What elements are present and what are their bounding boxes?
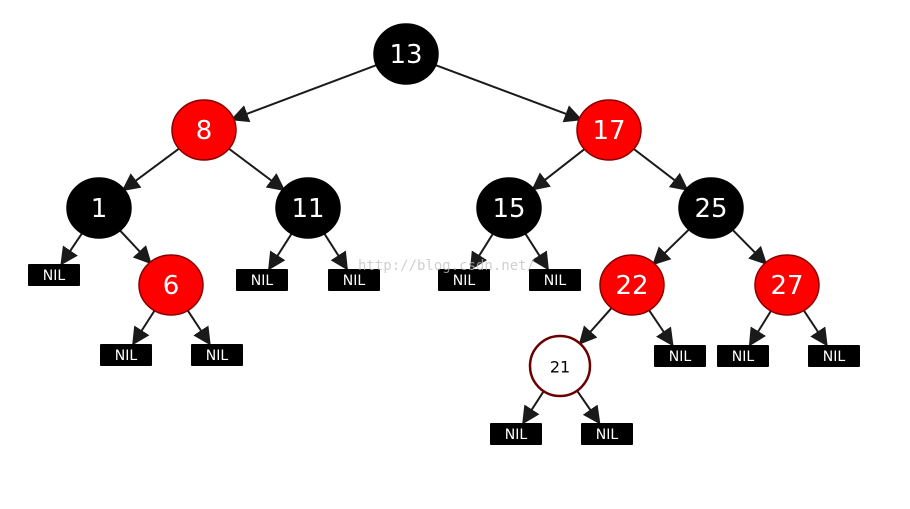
tree-node-22: 22 [599,254,665,316]
node-circle-15 [476,177,542,239]
nil-box [581,423,633,445]
nil-box [490,423,542,445]
node-circle-21 [528,334,592,398]
nil-leaf: NIL [529,269,581,291]
edge-n1-n6 [118,229,152,265]
edge-n1-nil1 [60,232,84,266]
node-circle-8 [171,99,237,161]
tree-node-15: 15 [476,177,542,239]
edge-n8-n1 [121,147,181,192]
node-label-21: 21 [550,358,570,377]
nil-leaf: NIL [654,345,706,367]
nil-leaf: NIL [717,345,769,367]
edge-n22-n21 [578,306,613,345]
edge-n15-nil6 [469,232,494,271]
nil-label: NIL [669,349,692,365]
nil-label: NIL [343,273,366,289]
tree-node-11: 11 [275,177,341,239]
nil-label: NIL [732,349,755,365]
nil-box [191,344,243,366]
node-label-11: 11 [291,194,324,224]
edge-n25-n22 [652,228,691,266]
node-label-27: 27 [770,271,803,301]
tree-node-13: 13 [373,23,439,85]
edge-n21-nil11 [522,390,545,425]
edge-n25-n27 [731,228,768,265]
edge-n27-nil9 [748,309,773,347]
node-label-1: 1 [91,194,108,224]
node-label-22: 22 [615,271,648,301]
edge-n22-nil8 [647,309,674,347]
tree-node-8: 8 [171,99,237,161]
node-circle-17 [576,99,642,161]
watermark-text: http://blog.csdn.net/ [358,258,535,274]
nil-label: NIL [596,427,619,443]
node-label-15: 15 [492,194,525,224]
node-circle-27 [754,254,820,316]
tree-edges [60,63,828,425]
edge-n6-nil2 [132,309,156,346]
node-label-25: 25 [694,194,727,224]
nil-box [328,269,380,291]
edge-n15-nil7 [524,232,549,271]
node-circle-22 [599,254,665,316]
nil-leaf: NIL [490,423,542,445]
nil-leaf: NIL [100,344,152,366]
edge-n17-n15 [531,147,586,191]
nil-leaf: NIL [581,423,633,445]
node-label-8: 8 [196,116,213,146]
node-circle-1 [66,177,132,239]
edge-n6-nil3 [186,309,211,346]
nil-box [236,269,288,291]
nil-leaf: NIL [328,269,380,291]
node-circle-13 [373,23,439,85]
nil-leaf: NIL [236,269,288,291]
tree-node-1: 1 [66,177,132,239]
nil-label: NIL [43,268,66,284]
nil-leaves: NIL NIL NIL NIL NIL NIL NIL NIL NIL NIL NIL NIL [28,264,860,445]
nil-box [438,269,490,291]
edge-n11-nil5 [323,232,348,271]
node-circle-25 [678,177,744,239]
nil-leaf: NIL [808,345,860,367]
edge-n21-nil12 [576,390,601,425]
edge-n8-n11 [227,147,286,192]
nil-label: NIL [453,273,476,289]
edge-n17-n25 [632,147,689,191]
nil-leaf: NIL [28,264,80,286]
nil-box [654,345,706,367]
nil-box [717,345,769,367]
node-label-17: 17 [592,116,625,146]
tree-node-6: 6 [138,254,204,316]
edge-n27-nil10 [802,309,828,347]
nil-label: NIL [823,349,846,365]
tree-node-21: 21 [528,334,592,398]
nil-label: NIL [206,348,229,364]
node-label-6: 6 [163,271,180,301]
tree-node-27: 27 [754,254,820,316]
tree-node-17: 17 [576,99,642,161]
edge-n13-n8 [230,63,379,123]
nil-leaf: NIL [191,344,243,366]
nil-box [28,264,80,286]
nil-box [100,344,152,366]
edge-n13-n17 [433,63,583,123]
edge-n11-nil4 [268,232,293,271]
nil-label: NIL [115,348,138,364]
nil-box [808,345,860,367]
nil-leaf: NIL [438,269,490,291]
node-circle-11 [275,177,341,239]
nil-label: NIL [544,273,567,289]
node-circle-6 [138,254,204,316]
tree-node-25: 25 [678,177,744,239]
nil-label: NIL [251,273,274,289]
node-label-13: 13 [389,40,422,70]
nil-box [529,269,581,291]
nil-label: NIL [505,427,528,443]
